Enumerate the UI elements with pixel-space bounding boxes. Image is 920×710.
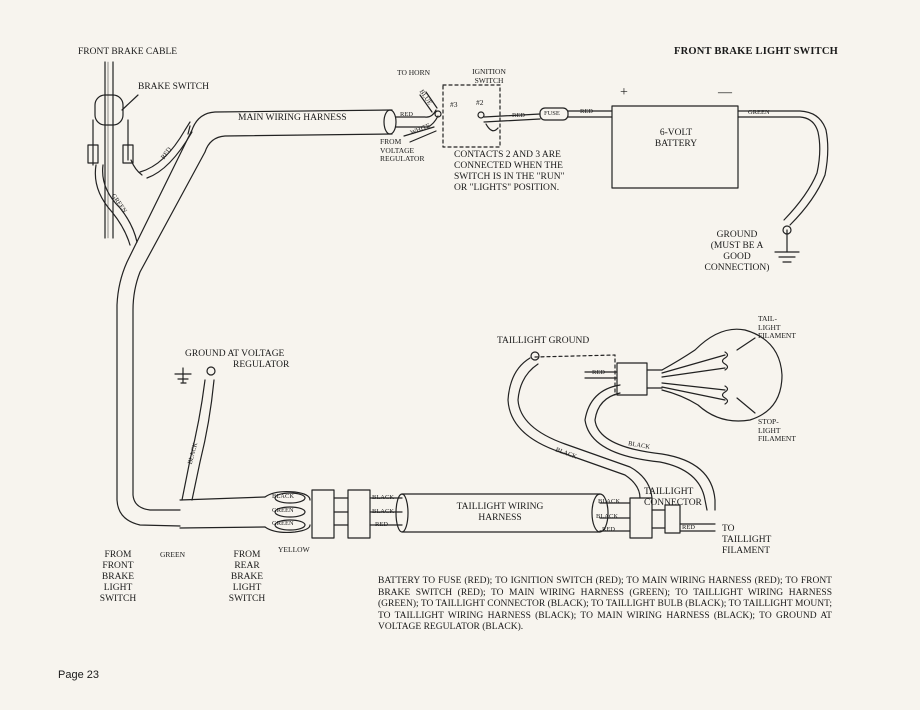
to-horn-label: TO HORN [397,68,430,77]
brake-switch-wires [94,121,193,246]
taillight-ground-label: TAILLIGHT GROUND [497,336,590,346]
ignition-switch [434,84,501,148]
yellow-label: YELLOW [278,545,310,554]
brake-switch-label: BRAKE SWITCH [138,82,209,92]
wire-tag-red-th: RED [375,521,388,528]
taillight-wiring-harness [395,493,609,533]
front-brake-cable [104,61,114,239]
contact-3-label: #3 [450,100,458,109]
ground-voltage-regulator-label: GROUND AT VOLTAGE REGULATOR [185,349,290,370]
front-brake-cable-label: FRONT BRAKE CABLE [78,47,178,57]
taillight-bulb [616,328,783,422]
wire-tag-red-bulb: RED [592,369,605,376]
brake-switch [87,94,139,166]
wire-tag-black-th-2: BLACK [372,508,395,515]
wire-tag-black-th-1: BLACK [372,494,395,501]
lower-harness [179,489,403,539]
wiring-caption: BATTERY TO FUSE (RED); TO IGNITION SWITC… [378,576,832,632]
green-bottom-label: GREEN [160,550,185,559]
main-wiring-harness-label: MAIN WIRING HARNESS [238,113,347,123]
wire-tag-red-ignition: RED [400,111,413,118]
battery-minus: — [718,85,732,100]
taillight-bulb-wires [507,351,716,511]
wire-tag-red-fuse: RED [512,112,525,119]
wire-tag-red-conn: RED [602,526,615,533]
wire-tag-black-conn-2: BLACK [596,513,619,520]
wire-tag-green-battery: GREEN [748,109,770,116]
battery-plus: + [620,85,628,100]
battery [611,105,829,263]
wire-tag-black-conn-1: BLACK [598,498,621,505]
contact-2-label: #2 [476,98,484,107]
ground-at-voltage-regulator [174,366,216,501]
wire-tag-red-out: RED [682,524,695,531]
wire-tag-green-lower-1: GREEN [272,507,294,514]
wire-tag-green-lower-2: GREEN [272,520,294,527]
ignition-to-battery-wire [483,107,613,132]
harness-to-ignition-wires [395,91,439,143]
wire-tag-red-battery: RED [580,108,593,115]
page-number: Page 23 [58,669,99,681]
wire-tag-black-lower: BLACK [272,493,295,500]
main-wiring-harness [116,109,397,527]
taillight-connector [599,497,716,539]
page-title: FRONT BRAKE LIGHT SWITCH [674,46,838,57]
fuse-label: FUSE [544,110,560,117]
